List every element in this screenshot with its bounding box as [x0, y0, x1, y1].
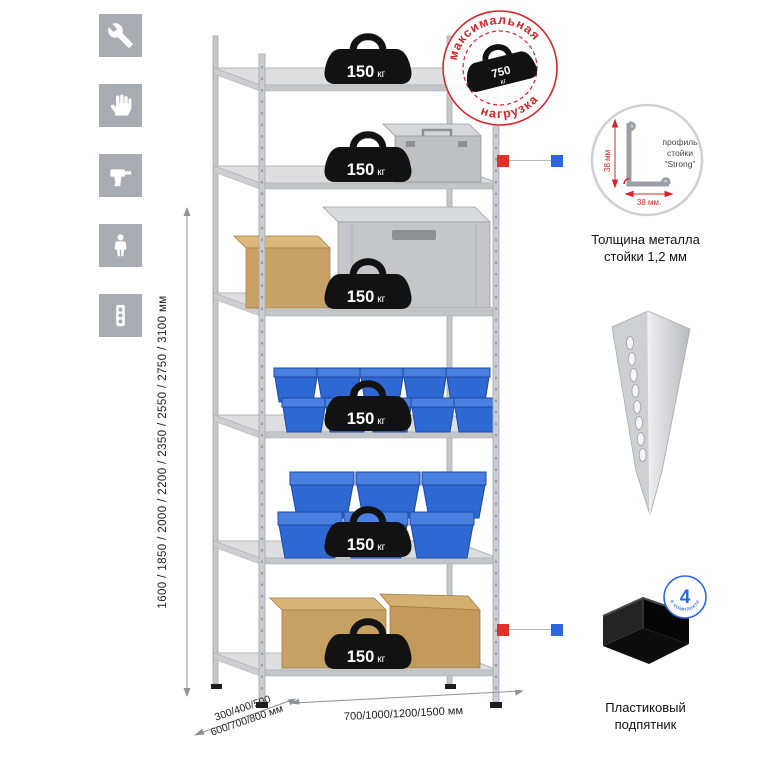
height-dimension-line [183, 207, 191, 697]
post-perforations [626, 336, 647, 462]
aluminium-case [382, 123, 482, 183]
feature-tile-assembly [99, 14, 142, 57]
person-icon [114, 234, 127, 257]
rack-front-posts [256, 53, 502, 708]
foot-caption: Пластиковый подпятник [605, 700, 686, 732]
callout-line-top [509, 160, 551, 161]
feature-tile-power-strip [99, 294, 142, 337]
feature-tile-gloves [99, 84, 142, 127]
profile-caption: Толщина металла стойки 1,2 мм [591, 232, 700, 264]
callout-marker-blue-bottom [551, 624, 563, 636]
profile-dim-horizontal-label: 38 мм. [637, 198, 661, 207]
profile-cross-section [623, 121, 671, 187]
wrench-icon [108, 23, 133, 48]
rack-back-posts [211, 35, 456, 689]
profile-dim-vertical-line [611, 118, 619, 189]
profile-label-1: профиль [662, 137, 698, 147]
profile-dim-vertical-label: 38 мм [603, 150, 612, 172]
stamp-weight-750: 750кг [466, 44, 538, 92]
width-dimension-line [290, 689, 524, 705]
cardboard-box-small [233, 235, 331, 309]
max-load-stamp: максимальная нагрузка 750кг [438, 2, 558, 127]
angle-post-illustration [611, 310, 691, 516]
callout-marker-red-bottom [497, 624, 509, 636]
profile-detail: 38 мм 38 мм. профиль стойки “Strong” [590, 103, 704, 217]
rack-illustration: 150кг [211, 10, 502, 708]
feature-tile-drill [99, 154, 142, 197]
profile-label-3: “Strong” [665, 159, 696, 169]
callout-line-bottom [509, 629, 551, 630]
kit-badge: 4 в комплекте [663, 575, 707, 619]
power-strip-icon [116, 304, 125, 327]
callout-marker-red-top [497, 155, 509, 167]
gloves-icon [110, 94, 132, 116]
callout-marker-blue-top [551, 155, 563, 167]
kit-badge-number: 4 [680, 587, 691, 608]
profile-dim-horizontal-line [624, 190, 674, 198]
profile-label-2: стойки [667, 148, 693, 158]
svg-text:750кг: 750кг [490, 64, 513, 87]
plastic-foot-illustration: 4 в комплекте [602, 575, 707, 664]
depth-dimension-line [194, 698, 296, 736]
height-dimension-label: 1600 / 1850 / 2000 / 2200 / 2350 / 2550 … [157, 295, 169, 609]
plastic-foot [602, 596, 690, 664]
feature-tile-person [99, 224, 142, 267]
drill-icon [110, 169, 132, 187]
